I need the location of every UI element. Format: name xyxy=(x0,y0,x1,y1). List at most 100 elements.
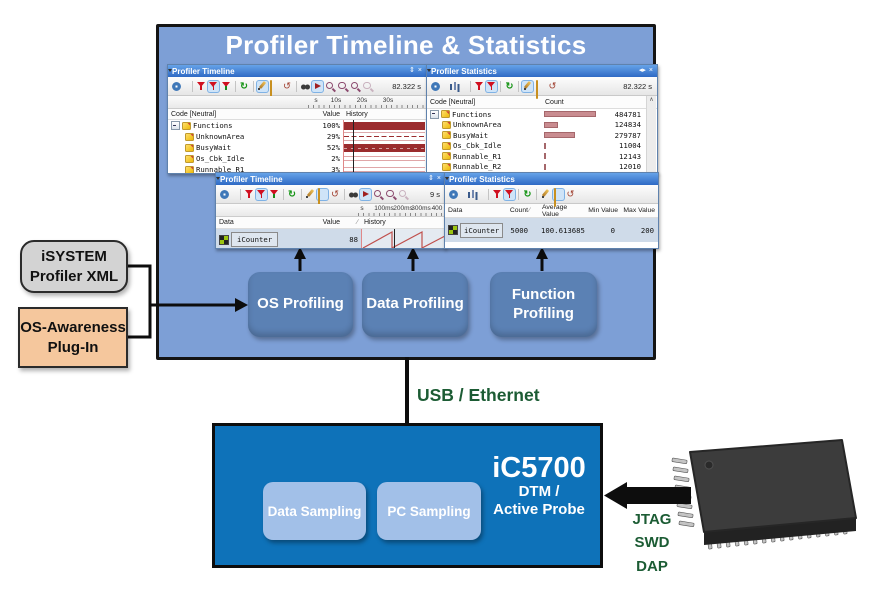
table-row[interactable]: UnknownArea 124834 xyxy=(427,120,657,131)
refresh-icon[interactable] xyxy=(522,189,533,200)
refresh-icon[interactable] xyxy=(504,81,515,92)
refresh-icon[interactable] xyxy=(239,81,250,92)
filter-active-icon[interactable] xyxy=(208,80,219,92)
col-data[interactable]: Data xyxy=(219,219,234,226)
col-min[interactable]: Min Value xyxy=(588,207,618,214)
close-icon[interactable]: × xyxy=(417,67,422,74)
filter-clear-icon[interactable] xyxy=(269,189,280,200)
table-row[interactable]: BusyWait 52% xyxy=(168,142,426,153)
filter-active-icon[interactable] xyxy=(486,80,497,92)
filter-icon[interactable] xyxy=(492,189,503,200)
timeline-cursor[interactable] xyxy=(353,120,354,173)
table-row[interactable]: Runnable_R1 12143 xyxy=(427,151,657,162)
marker-icon[interactable] xyxy=(270,79,272,99)
column-headers[interactable]: Code [Neutral] Value History xyxy=(168,109,426,120)
collapse-icon[interactable] xyxy=(430,109,439,119)
timeline-titlebar[interactable]: Profiler Timeline ⇕ × xyxy=(168,65,426,77)
zoom-fit-icon[interactable] xyxy=(350,81,361,92)
filter-clear-icon[interactable] xyxy=(221,81,232,92)
col-data[interactable]: Data xyxy=(448,207,463,214)
col-count[interactable]: Count xyxy=(545,98,564,106)
timeline-titlebar[interactable]: Profiler Timeline ⇕ × xyxy=(216,173,445,185)
timeline-cursor[interactable] xyxy=(394,229,395,248)
table-row[interactable]: Functions 100% xyxy=(168,120,426,131)
settings-gear-icon[interactable] xyxy=(430,80,441,92)
zoom-out-icon[interactable] xyxy=(385,189,396,200)
col-code[interactable]: Code [Neutral] xyxy=(171,110,217,118)
zoom-in-icon[interactable] xyxy=(373,189,384,200)
col-history[interactable]: History xyxy=(346,110,368,118)
col-value[interactable]: Value xyxy=(322,219,340,226)
history-plot[interactable] xyxy=(361,229,445,248)
table-row[interactable]: iCounter 88 xyxy=(216,229,445,248)
scrollbar[interactable]: ∧ xyxy=(646,96,656,172)
zoom-all-icon[interactable] xyxy=(398,189,409,200)
sort-indicator[interactable]: ∕ xyxy=(356,219,358,226)
dropdown-caret-icon[interactable] xyxy=(480,189,485,200)
statistics-titlebar[interactable]: Profiler Statistics xyxy=(445,173,658,185)
reload-icon[interactable] xyxy=(547,81,558,92)
marker-icon[interactable] xyxy=(318,187,320,207)
dropdown-caret-icon[interactable] xyxy=(184,81,189,92)
goto-cursor-icon[interactable] xyxy=(312,80,323,92)
table-row[interactable]: BusyWait 279787 xyxy=(427,130,657,141)
zoom-out-icon[interactable] xyxy=(337,81,348,92)
time-ruler[interactable]: s 10s 20s 30s xyxy=(168,96,426,109)
column-headers[interactable]: Data Value ∕ History xyxy=(216,217,445,229)
reload-icon[interactable] xyxy=(282,81,293,92)
edit-icon[interactable] xyxy=(305,189,316,200)
marker-icon[interactable] xyxy=(535,79,538,99)
settings-gear-icon[interactable] xyxy=(171,80,182,92)
dropdown-caret-icon[interactable] xyxy=(443,81,448,92)
edit-icon[interactable] xyxy=(540,189,551,200)
table-row[interactable]: iCounter 5000 100.613685 0 200 xyxy=(445,218,658,242)
filter-icon[interactable] xyxy=(196,81,207,92)
col-code[interactable]: Code [Neutral] xyxy=(430,98,476,106)
table-row[interactable]: Functions 484781 xyxy=(427,109,657,120)
reload-icon[interactable] xyxy=(565,189,576,200)
dock-icon[interactable]: ⇕ xyxy=(428,175,434,182)
goto-cursor-icon[interactable] xyxy=(360,188,371,200)
zoom-in-icon[interactable] xyxy=(325,81,336,92)
columns-icon[interactable] xyxy=(449,81,460,92)
pin-icon[interactable]: ◂▸ xyxy=(638,67,646,74)
filter-active-icon[interactable] xyxy=(504,188,515,200)
marker-icon[interactable] xyxy=(553,187,556,207)
dropdown-caret-icon[interactable] xyxy=(462,81,467,92)
time-ruler[interactable]: s 100ms 200ms 300ms 400 xyxy=(216,204,445,217)
dock-icon[interactable]: ⇕ xyxy=(409,67,415,74)
column-headers[interactable]: Code [Neutral] Count xyxy=(427,96,657,109)
sort-indicator[interactable]: ∕ xyxy=(529,207,531,214)
table-row[interactable]: Runnable_R2 12010 xyxy=(427,162,657,173)
filter-icon[interactable] xyxy=(474,81,485,92)
close-icon[interactable]: × xyxy=(436,175,441,182)
statistics-titlebar[interactable]: Profiler Statistics ◂▸ × xyxy=(427,65,657,77)
zoom-all-icon[interactable] xyxy=(362,81,373,92)
col-max[interactable]: Max Value xyxy=(623,207,655,214)
columns-icon[interactable] xyxy=(467,189,478,200)
table-row[interactable]: Os_Cbk_Idle 2% xyxy=(168,153,426,164)
col-value[interactable]: Value xyxy=(322,110,340,118)
edit-icon[interactable] xyxy=(256,80,268,92)
find-icon[interactable] xyxy=(299,80,311,92)
find-icon[interactable] xyxy=(347,188,359,200)
column-headers[interactable]: Data Count ∕ Average Value Min Value Max… xyxy=(445,204,658,218)
col-history[interactable]: History xyxy=(364,219,386,226)
filter-active-icon[interactable] xyxy=(256,188,267,200)
dropdown-caret-icon[interactable] xyxy=(232,189,237,200)
table-row[interactable]: Runnable_R1 3% xyxy=(168,164,426,173)
filter-icon[interactable] xyxy=(244,189,255,200)
col-average[interactable]: Average Value xyxy=(542,203,568,218)
table-row[interactable]: Os_Cbk_Idle 11004 xyxy=(427,141,657,152)
collapse-icon[interactable] xyxy=(171,121,180,130)
table-row[interactable]: UnknownArea 29% xyxy=(168,131,426,142)
close-icon[interactable]: × xyxy=(648,67,653,74)
settings-gear-icon[interactable] xyxy=(219,188,230,200)
dropdown-caret-icon[interactable] xyxy=(461,189,466,200)
reload-icon[interactable] xyxy=(330,189,341,200)
edit-icon[interactable] xyxy=(522,80,533,92)
settings-gear-icon[interactable] xyxy=(448,188,459,200)
scroll-up-icon[interactable]: ∧ xyxy=(649,97,654,103)
refresh-icon[interactable] xyxy=(287,189,298,200)
col-count[interactable]: Count xyxy=(509,207,528,214)
